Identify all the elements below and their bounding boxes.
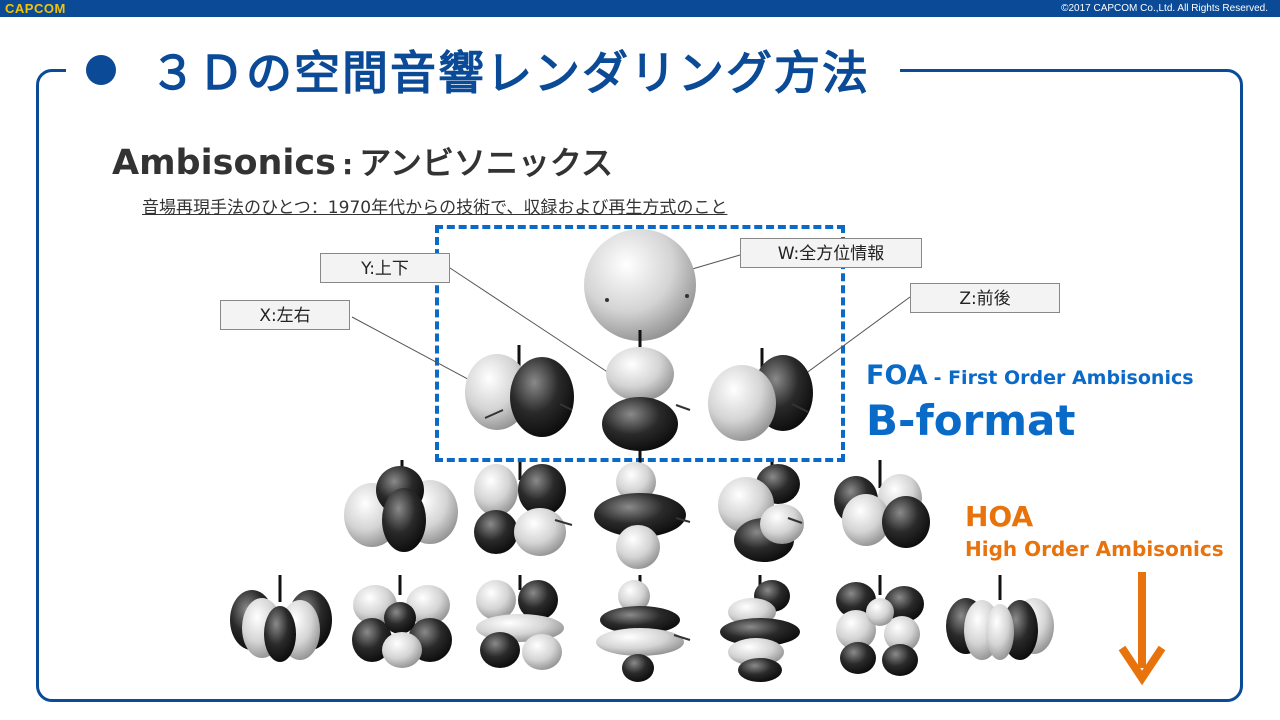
foa-subtitle: - First Order Ambisonics	[933, 367, 1194, 389]
harmonic-order3-3	[476, 575, 564, 670]
capcom-logo: CAPCOM	[5, 1, 66, 16]
hoa-title: HOA	[965, 500, 1034, 533]
harmonic-order3-7	[946, 575, 1054, 660]
harmonic-order3-4	[596, 575, 691, 682]
foa-title: FOA	[866, 360, 928, 391]
label-x: X:左右	[220, 300, 350, 330]
label-z: Z:前後	[910, 283, 1060, 313]
harmonic-order2-1	[344, 460, 458, 552]
hoa-subtitle: High Order Ambisonics	[965, 537, 1224, 561]
harmonic-z	[708, 348, 813, 441]
foa-heading: FOA- First Order Ambisonics	[866, 360, 1194, 391]
top-bar: CAPCOM ©2017 CAPCOM Co.,Ltd. All Rights …	[0, 0, 1280, 17]
subtitle: Ambisonics:アンビソニックス	[112, 138, 613, 184]
harmonic-order3-2	[352, 575, 452, 668]
harmonic-order2-4	[718, 462, 804, 562]
description: 音場再現手法のひとつ：1970年代からの技術で、収録および再生方式のこと	[142, 198, 728, 218]
bformat-label: B-format	[866, 396, 1076, 445]
harmonic-order2-2	[474, 462, 573, 556]
label-w: W:全方位情報	[740, 238, 922, 268]
harmonic-y	[602, 330, 691, 462]
harmonic-w	[584, 229, 696, 341]
harmonic-order2-5	[834, 460, 930, 548]
subtitle-separator: :	[341, 148, 354, 181]
title-bar: ３Ｄの空間音響レンダリング方法	[66, 32, 900, 108]
hoa-down-arrow	[1118, 572, 1166, 686]
harmonic-order3-6	[836, 575, 924, 676]
label-y: Y:上下	[320, 253, 450, 283]
harmonic-order3-1	[230, 575, 332, 662]
harmonic-order3-5	[720, 575, 800, 682]
title-bullet	[86, 55, 116, 85]
harmonic-order2-3	[594, 460, 691, 569]
subtitle-en: Ambisonics	[112, 143, 336, 183]
subtitle-jp: アンビソニックス	[359, 144, 613, 182]
page-title: ３Ｄの空間音響レンダリング方法	[150, 46, 870, 100]
copyright-text: ©2017 CAPCOM Co.,Ltd. All Rights Reserve…	[1061, 3, 1268, 14]
harmonic-x	[465, 345, 574, 437]
